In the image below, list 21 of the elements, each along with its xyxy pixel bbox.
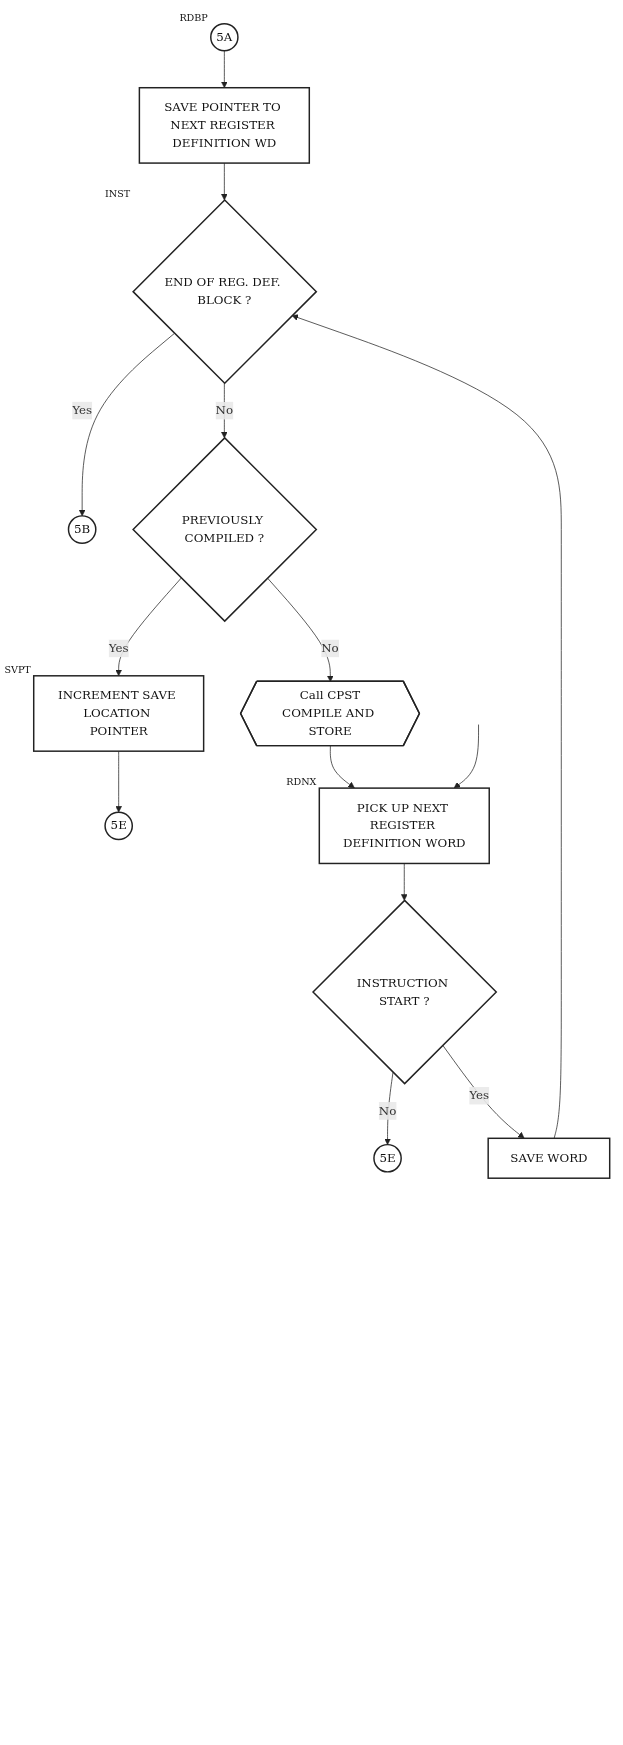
node-box: SAVE POINTER TO NEXT REGISTER DEFINITION WD	[138, 87, 311, 164]
node-box: INCREMENT SAVE LOCATION POINTER	[33, 675, 205, 752]
edge-label: Yes	[469, 1088, 490, 1103]
edge-label: Yes	[72, 403, 93, 418]
node-tag: RDBP	[179, 11, 208, 23]
node-diamond: END OF REG. DEF. BLOCK ?	[132, 198, 318, 385]
node-circle: 5B	[67, 515, 97, 544]
node-circle: 5E	[373, 1143, 402, 1173]
edge-label: Yes	[108, 641, 129, 656]
node-box: SAVE WORD	[487, 1137, 611, 1179]
node-diamond: INSTRUCTION START ?	[312, 899, 498, 1085]
node-tag: RDNX	[286, 776, 317, 788]
node-diamond: PREVIOUSLY COMPILED ?	[132, 436, 318, 623]
edge-label: No	[321, 641, 339, 656]
node-tag: SVPT	[4, 663, 31, 675]
edge-label: No	[378, 1103, 397, 1118]
edge-label: No	[215, 403, 234, 418]
node-tag: INST	[105, 188, 131, 200]
node-box: PICK UP NEXT REGISTER DEFINITION WORD	[318, 787, 490, 865]
node-circle: 5E	[104, 811, 134, 841]
node-circle: 5A	[210, 22, 239, 52]
